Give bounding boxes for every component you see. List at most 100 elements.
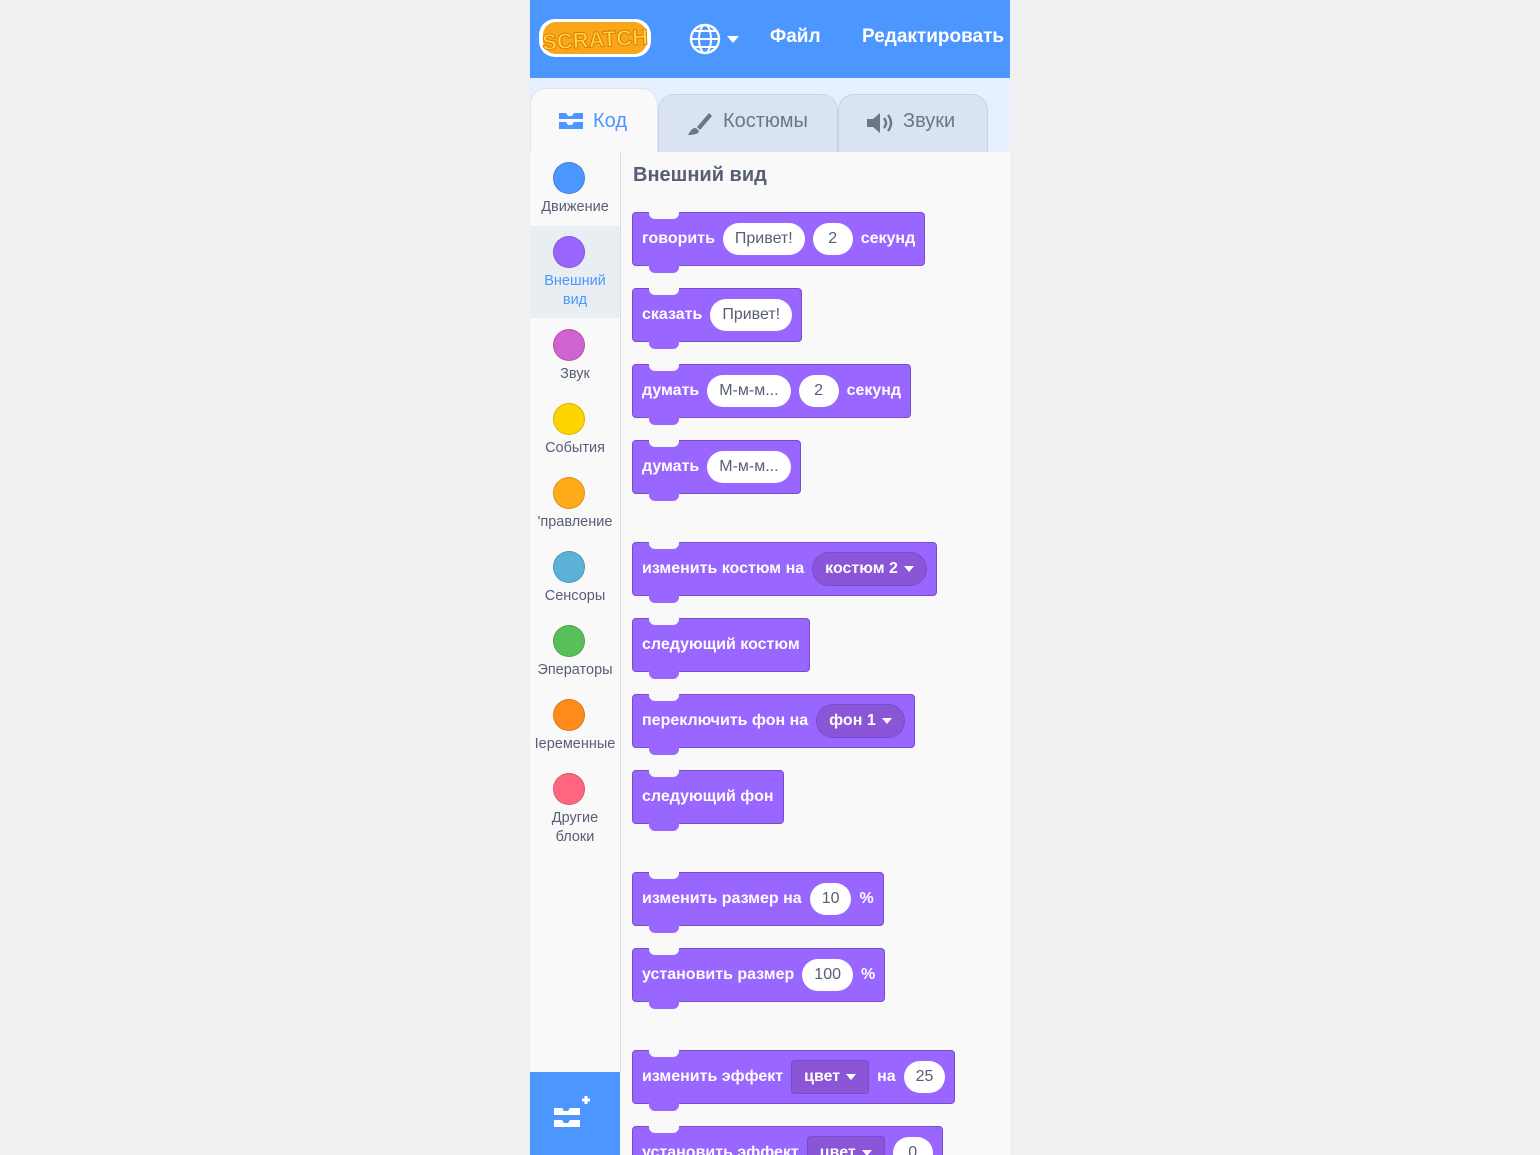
brush-icon [688, 113, 712, 135]
block-next-costume[interactable]: следующий костюм [632, 618, 810, 679]
block-think-for-secs[interactable]: думать М-м-м... 2 секунд [632, 364, 912, 425]
category-control[interactable]: 'правление [530, 468, 620, 540]
file-menu[interactable]: Файл [770, 26, 821, 47]
block-text: следующий фон [642, 788, 774, 805]
effect-amount-input[interactable]: 0 [892, 1137, 933, 1155]
tab-code-label: Код [593, 110, 628, 132]
category-label: 'правление [537, 514, 613, 530]
dropdown-value: цвет [819, 1144, 856, 1155]
block-text: % [859, 890, 874, 907]
block-switch-backdrop[interactable]: переключить фон на фон 1 [632, 694, 915, 755]
category-label: Движение [541, 199, 609, 215]
tab-costumes[interactable]: Костюмы [658, 94, 838, 152]
block-text: % [861, 966, 876, 983]
category-dot [553, 625, 585, 657]
caret-down-icon [846, 1074, 857, 1080]
category-label: Сенсоры [544, 588, 606, 604]
backdrop-dropdown[interactable]: фон 1 [816, 704, 905, 738]
block-text: говорить [642, 230, 715, 247]
block-switch-costume[interactable]: изменить костюм на костюм 2 [632, 542, 937, 603]
seconds-input[interactable]: 2 [798, 375, 839, 407]
category-dot [553, 236, 585, 268]
add-extension-icon [554, 1096, 590, 1127]
block-say[interactable]: сказать Привет! [632, 288, 803, 349]
category-label: Іеременные [534, 736, 616, 752]
block-text: изменить размер на [642, 890, 802, 907]
block-text: секунд [846, 382, 902, 399]
menu-bar: SCRATCH Файл Редактировать [530, 0, 1010, 78]
block-text: установить размер [642, 966, 795, 983]
caret-down-icon [861, 1150, 872, 1155]
dropdown-value: фон 1 [829, 712, 876, 729]
category-label: Звук [560, 366, 590, 382]
category-label: Эператоры [537, 662, 613, 678]
block-text: изменить костюм на [642, 560, 805, 577]
effect-amount-input[interactable]: 25 [903, 1061, 946, 1093]
dropdown-value: костюм 2 [825, 560, 898, 577]
block-say-for-secs[interactable]: говорить Привет! 2 секунд [632, 212, 926, 273]
effect-dropdown[interactable]: цвет [806, 1136, 885, 1155]
message-input[interactable]: Привет! [710, 299, 793, 331]
tab-costumes-label: Костюмы [723, 110, 808, 132]
tab-code[interactable]: Код [530, 88, 658, 153]
block-next-backdrop[interactable]: следующий фон [632, 770, 784, 831]
category-my-blocks[interactable]: Другие блоки [530, 764, 620, 856]
category-sound[interactable]: Звук [530, 320, 620, 392]
block-set-effect[interactable]: установить эффект цвет 0 [632, 1126, 943, 1155]
globe-icon [689, 23, 739, 55]
scratch-editor: SCRATCH Файл Редактировать Код [530, 0, 1010, 1155]
category-label: Другие блоки [551, 810, 599, 845]
category-label: События [545, 440, 605, 456]
logo-text: SCRATCH [542, 24, 649, 55]
category-events[interactable]: События [530, 394, 620, 466]
language-menu[interactable] [688, 22, 744, 56]
category-looks[interactable]: Внешний вид [530, 226, 620, 318]
block-change-size[interactable]: изменить размер на 10 % [632, 872, 884, 933]
caret-down-icon [881, 718, 892, 724]
message-input[interactable]: М-м-м... [707, 451, 791, 483]
block-change-effect[interactable]: изменить эффект цвет на 25 [632, 1050, 956, 1111]
block-think[interactable]: думать М-м-м... [632, 440, 801, 501]
code-icon [559, 113, 583, 129]
scratch-logo[interactable]: SCRATCH [538, 16, 652, 60]
block-text: думать [642, 458, 700, 475]
category-motion[interactable]: Движение [530, 152, 620, 224]
add-extension-button[interactable] [530, 1072, 620, 1155]
seconds-input[interactable]: 2 [812, 223, 853, 255]
edit-menu[interactable]: Редактировать [862, 26, 1005, 47]
category-dot [553, 403, 585, 435]
tab-sounds[interactable]: Звуки [838, 94, 988, 152]
message-input[interactable]: М-м-м... [707, 375, 791, 407]
block-text: думать [642, 382, 700, 399]
block-text: сказать [642, 306, 703, 323]
dropdown-value: цвет [804, 1068, 841, 1085]
message-input[interactable]: Привет! [722, 223, 805, 255]
size-input[interactable]: 100 [802, 959, 853, 991]
costume-dropdown[interactable]: костюм 2 [812, 552, 927, 586]
category-dot [553, 551, 585, 583]
category-dot [553, 699, 585, 731]
section-title: Внешний вид [633, 164, 767, 186]
block-text: переключить фон на [642, 712, 809, 729]
category-variables[interactable]: Іеременные [530, 690, 620, 762]
block-text: секунд [860, 230, 916, 247]
category-menu: Движение Внешний вид Звук События 'правл… [530, 152, 621, 1072]
effect-dropdown[interactable]: цвет [791, 1060, 870, 1094]
block-set-size[interactable]: установить размер 100 % [632, 948, 886, 1009]
editor-tabs: Код Костюмы Звуки [530, 78, 1010, 153]
category-dot [553, 477, 585, 509]
speaker-icon [867, 113, 893, 133]
block-text: следующий костюм [642, 636, 800, 653]
category-operators[interactable]: Эператоры [530, 616, 620, 688]
block-text: изменить эффект [642, 1068, 784, 1085]
category-dot [553, 773, 585, 805]
block-palette: Внешний вид говорить Привет! 2 секунд ск… [621, 152, 1010, 1155]
category-sensing[interactable]: Сенсоры [530, 542, 620, 614]
caret-down-icon [903, 566, 914, 572]
block-text: установить эффект [642, 1144, 799, 1155]
category-label: Внешний вид [544, 273, 606, 308]
size-input[interactable]: 10 [809, 883, 852, 915]
category-dot [553, 329, 585, 361]
block-text: на [877, 1068, 896, 1085]
category-dot [553, 162, 585, 194]
